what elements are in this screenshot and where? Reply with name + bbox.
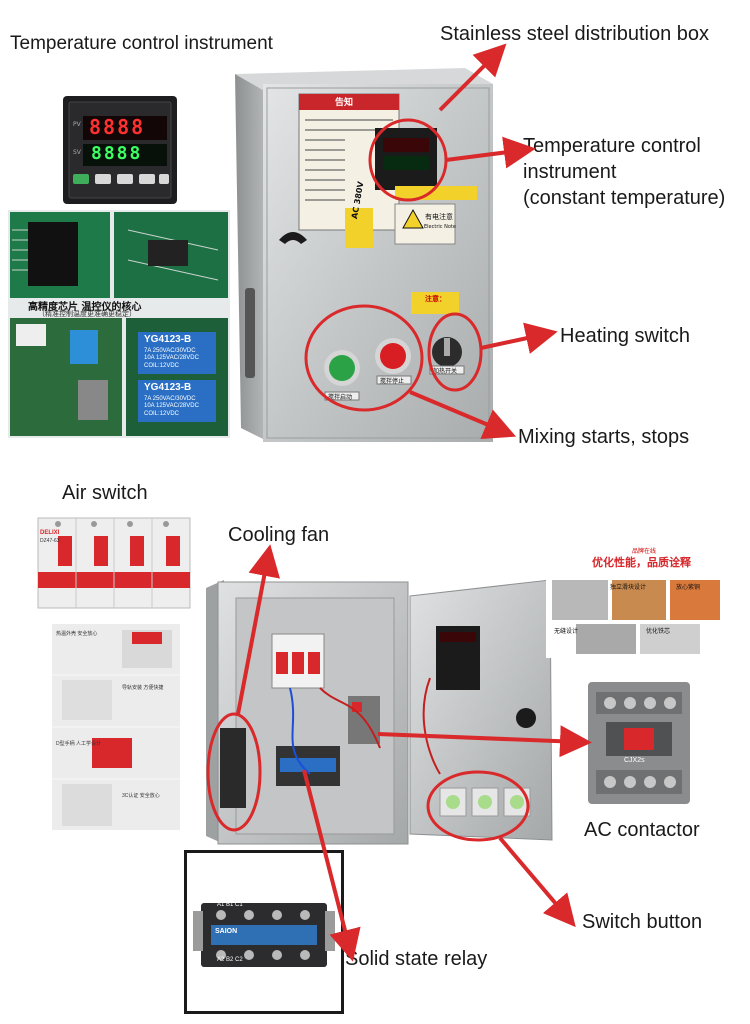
contactor-model: CJX2s <box>624 757 645 764</box>
breaker-feature-4: 3C认证 安全放心 <box>122 793 160 799</box>
temperature-controller-image: PV SV 8888 8888 <box>55 92 185 210</box>
distribution-box-label: Stainless steel distribution box <box>440 23 710 45</box>
promo-headline: 优化性能，品质诠释 <box>592 557 691 569</box>
relay-model-1: YG4123-B <box>144 334 192 345</box>
temp-instrument-label-line3: (constant temperature) <box>523 187 726 209</box>
ssr-top-terminals: A1 B1 C1 <box>217 902 243 908</box>
heat-switch-label: 加热开关 <box>433 368 458 375</box>
breaker-model: DZ47-63 <box>40 538 60 544</box>
board-caption: 高精度芯片 温控仪的核心 <box>28 302 142 313</box>
promo-tag-3: 无缝设计 <box>554 629 579 635</box>
promo-brand-tag: 品牌在线 <box>632 549 657 555</box>
contactor-promo-image: 品牌在线 优化性能，品质诠释 独立滑块设计 放心紫铜 无缝设计 优化铁芯 <box>546 540 726 658</box>
switch-button-label: Switch button <box>582 911 703 933</box>
promo-tag-1: 独立滑块设计 <box>610 585 647 591</box>
ac-contactor-image: CJX2s <box>584 678 694 808</box>
promo-tag-4: 优化铁芯 <box>646 629 671 635</box>
warning-title: 告知 <box>335 98 354 108</box>
breaker-feature-3: D型手柄 人工学设计 <box>56 741 102 747</box>
notice-label: 注意： <box>425 295 446 303</box>
danger-label: 有电注意 <box>425 213 453 221</box>
relay-spec-1b: 10A 125VAC/28VDC <box>144 355 199 361</box>
ssr-bottom-terminals: A2 B2 C2 <box>217 957 243 963</box>
solid-state-relay-frame: SAION A1 B1 C1 A2 B2 C2 <box>184 850 344 1014</box>
open-cabinet-image <box>200 578 555 848</box>
svg-text:PV: PV <box>73 121 82 128</box>
breaker-feature-1: 热温外壳 安全放心 <box>56 631 98 637</box>
start-button-label: 搅拌启动 <box>328 394 353 401</box>
cooling-fan-label: Cooling fan <box>228 524 330 546</box>
breaker-brand: DELIXI <box>40 530 60 536</box>
solid-state-relay-label: Solid state relay <box>345 948 488 970</box>
temp-instrument-label-line1: Temperature control <box>523 135 701 157</box>
relay-spec-1a: 7A 250VAC/30VDC <box>144 348 196 354</box>
breaker-feature-2: 导轨安装 方便快捷 <box>122 685 164 691</box>
switch-button-arrow <box>498 836 576 928</box>
electric-note-label: Electric Note <box>424 224 456 230</box>
temp-instrument-title: Temperature control instrument <box>10 33 273 54</box>
promo-tag-2: 放心紫铜 <box>676 585 701 591</box>
relay-model-2: YG4123-B <box>144 382 192 393</box>
temp-instrument-label-line2: instrument <box>523 161 617 183</box>
ssr-brand: SAION <box>215 928 238 935</box>
air-switch-label: Air switch <box>62 482 148 504</box>
air-switch-details: 热温外壳 安全放心 导轨安装 方便快捷 D型手柄 人工学设计 3C认证 安全放心 <box>52 624 180 830</box>
ac-contactor-label: AC contactor <box>584 819 700 841</box>
distribution-box-image: 告知 AC 380V 有电注意 Electric Note 注意： 搅拌启动 搅… <box>225 68 500 450</box>
relay-coil-2: COIL:12VDC <box>144 411 180 417</box>
controller-sv-display: 8888 <box>91 143 143 164</box>
air-switch-image: DELIXI DZ47-63 <box>34 516 194 612</box>
controller-pv-display: 8888 <box>89 115 146 139</box>
stop-button-label: 搅拌停止 <box>380 378 405 385</box>
relay-spec-2a: 7A 250VAC/30VDC <box>144 396 196 402</box>
heating-switch-label: Heating switch <box>560 325 691 347</box>
svg-text:SV: SV <box>73 149 82 156</box>
mixing-label: Mixing starts, stops <box>518 426 690 448</box>
circuit-board-collage: 高精度芯片 温控仪的核心 （精准控制温度更准确更稳定） YG4123-B 7A … <box>8 210 230 438</box>
board-subcaption: （精准控制温度更准确更稳定） <box>38 310 136 318</box>
relay-coil-1: COIL:12VDC <box>144 363 180 369</box>
relay-spec-2b: 10A 125VAC/28VDC <box>144 403 199 409</box>
